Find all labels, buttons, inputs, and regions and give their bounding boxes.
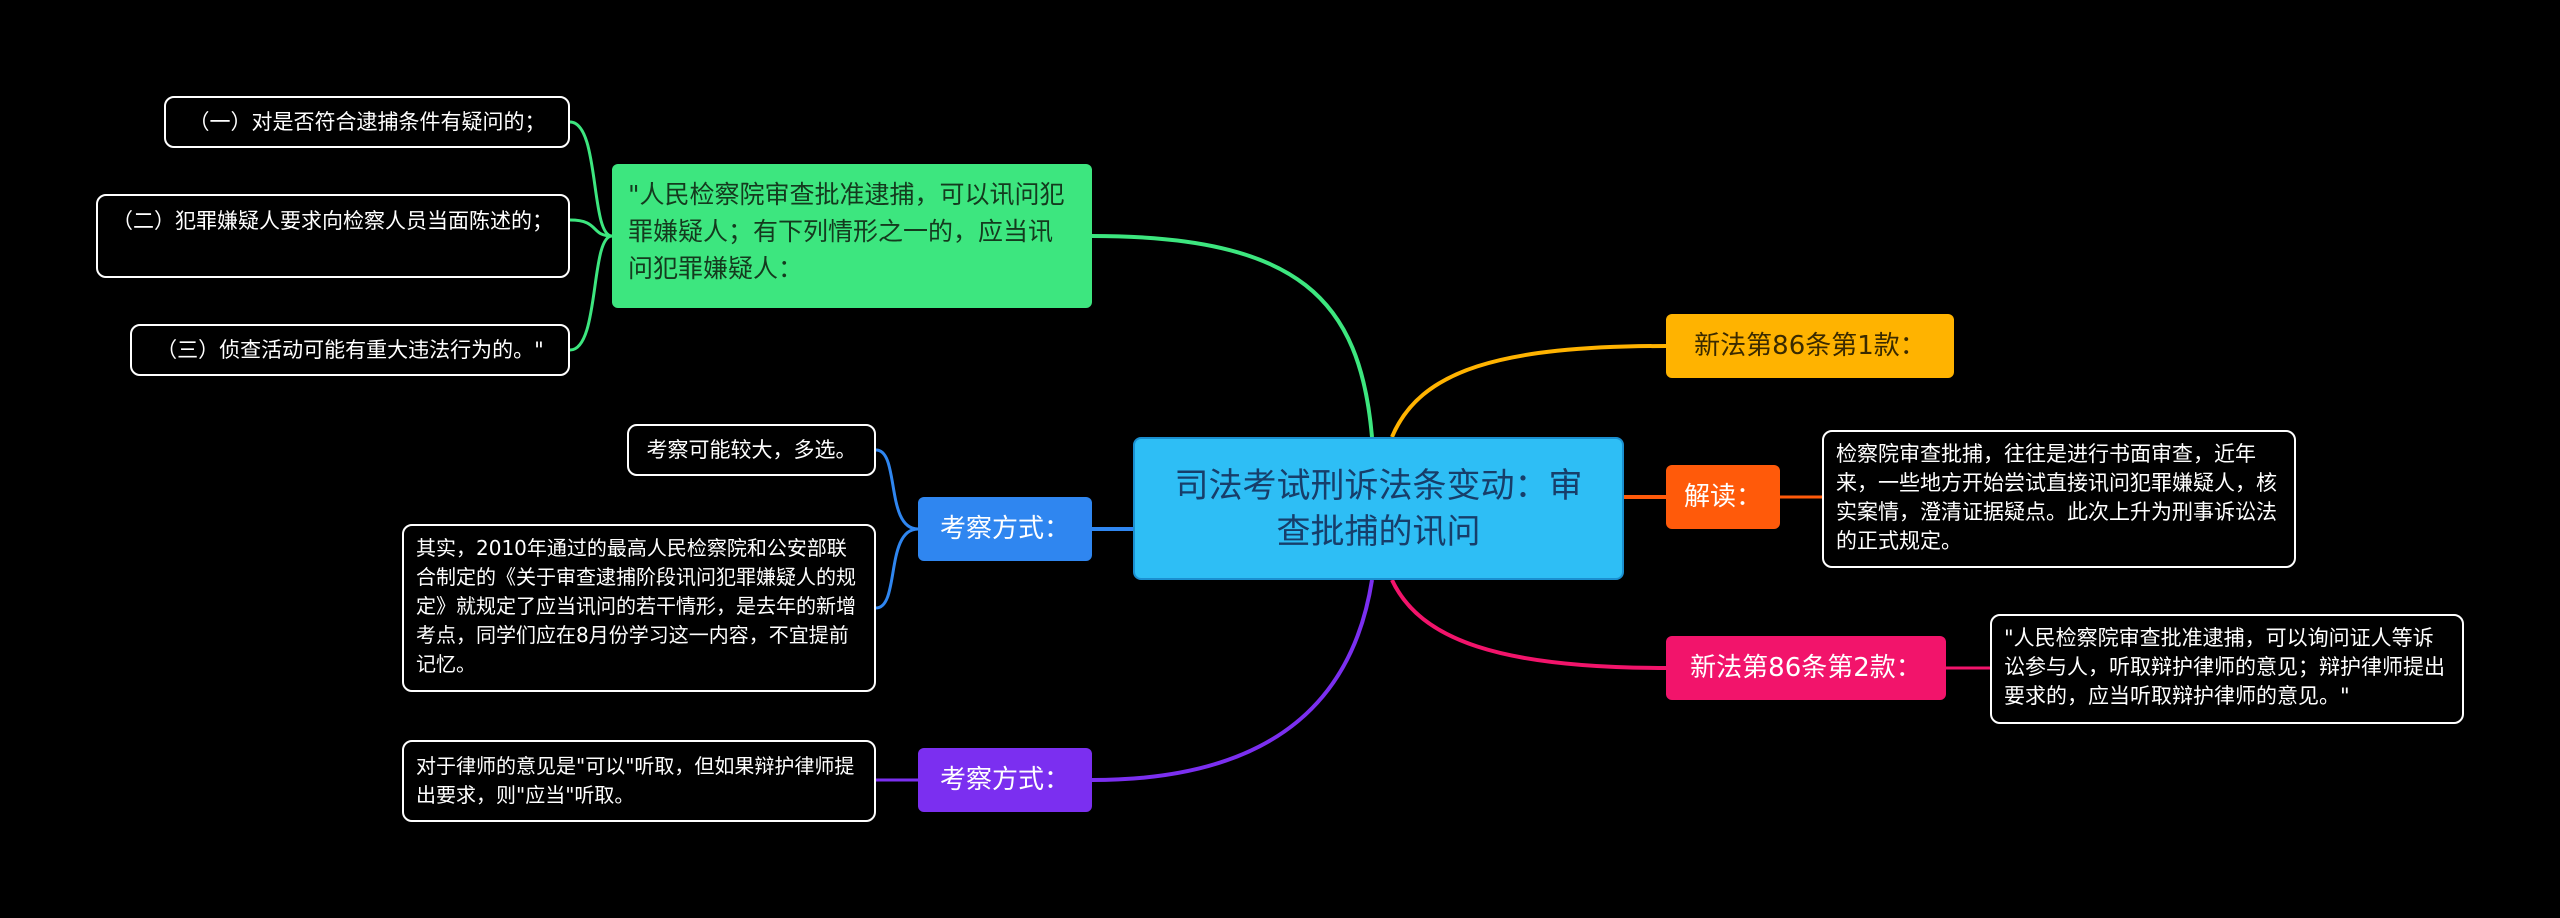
leaf-orange-1-text: 检察院审查批捕，往往是进行书面审查，近年来，一些地方开始尝试直接讯问犯罪嫌疑人，…	[1836, 442, 2277, 553]
leaf-green-2[interactable]: （二）犯罪嫌疑人要求向检察人员当面陈述的；	[96, 194, 570, 278]
leaf-green-1-text: （一）对是否符合逮捕条件有疑问的；	[188, 110, 546, 134]
leaf-purple-1[interactable]: 对于律师的意见是"可以"听取，但如果辩护律师提出要求，则"应当"听取。	[402, 740, 876, 822]
leaf-pink-1-text: "人民检察院审查批准逮捕，可以询问证人等诉讼参与人，听取辩护律师的意见；辩护律师…	[2004, 626, 2445, 708]
leaf-green-1[interactable]: （一）对是否符合逮捕条件有疑问的；	[164, 96, 570, 148]
leaf-green-2-text: （二）犯罪嫌疑人要求向检察人员当面陈述的；	[112, 209, 553, 233]
leaf-pink-1[interactable]: "人民检察院审查批准逮捕，可以询问证人等诉讼参与人，听取辩护律师的意见；辩护律师…	[1990, 614, 2464, 724]
link-root-green	[1091, 234, 1374, 438]
branch-green-text: "人民检察院审查批准逮捕，可以讯问犯罪嫌疑人；有下列情形之一的，应当讯问犯罪嫌疑…	[628, 180, 1065, 283]
link-root-pink	[1390, 579, 1667, 670]
branch-purple-label: 考察方式：	[939, 765, 1070, 795]
leaf-blue-2-text: 其实，2010年通过的最高人民检察院和公安部联合制定的《关于审查逮捕阶段讯问犯罪…	[416, 536, 856, 676]
leaf-blue-1[interactable]: 考察可能较大，多选。	[627, 424, 876, 476]
link-blue-child-1	[875, 448, 919, 531]
branch-orange-label: 解读：	[1683, 482, 1762, 512]
leaf-blue-1-text: 考察可能较大，多选。	[646, 438, 857, 462]
branch-blue-label: 考察方式：	[939, 514, 1070, 544]
branch-purple[interactable]: 考察方式：	[918, 748, 1092, 812]
leaf-blue-2[interactable]: 其实，2010年通过的最高人民检察院和公安部联合制定的《关于审查逮捕阶段讯问犯罪…	[402, 524, 876, 692]
link-green-child-2	[569, 218, 613, 238]
branch-pink-label: 新法第86条第2款：	[1690, 653, 1922, 683]
branch-pink[interactable]: 新法第86条第2款：	[1666, 636, 1946, 700]
link-green-child-1	[569, 120, 613, 238]
branch-yellow-label: 新法第86条第1款：	[1694, 331, 1926, 361]
leaf-green-3-text: （三）侦查活动可能有重大违法行为的。"	[156, 338, 544, 362]
link-root-purple	[1091, 579, 1374, 782]
branch-yellow[interactable]: 新法第86条第1款：	[1666, 314, 1954, 378]
leaf-green-3[interactable]: （三）侦查活动可能有重大违法行为的。"	[130, 324, 570, 376]
branch-blue[interactable]: 考察方式：	[918, 497, 1092, 561]
root-topic[interactable]: 司法考试刑诉法条变动：审查批捕的讯问	[1133, 437, 1624, 580]
link-blue-child-2	[875, 527, 919, 610]
leaf-orange-1[interactable]: 检察院审查批捕，往往是进行书面审查，近年来，一些地方开始尝试直接讯问犯罪嫌疑人，…	[1822, 430, 2296, 568]
leaf-purple-1-text: 对于律师的意见是"可以"听取，但如果辩护律师提出要求，则"应当"听取。	[416, 754, 855, 807]
root-topic-title: 司法考试刑诉法条变动：审查批捕的讯问	[1174, 465, 1583, 552]
link-root-yellow	[1390, 344, 1667, 438]
branch-orange[interactable]: 解读：	[1666, 465, 1780, 529]
branch-green[interactable]: "人民检察院审查批准逮捕，可以讯问犯罪嫌疑人；有下列情形之一的，应当讯问犯罪嫌疑…	[612, 164, 1092, 308]
link-green-child-3	[569, 234, 613, 352]
